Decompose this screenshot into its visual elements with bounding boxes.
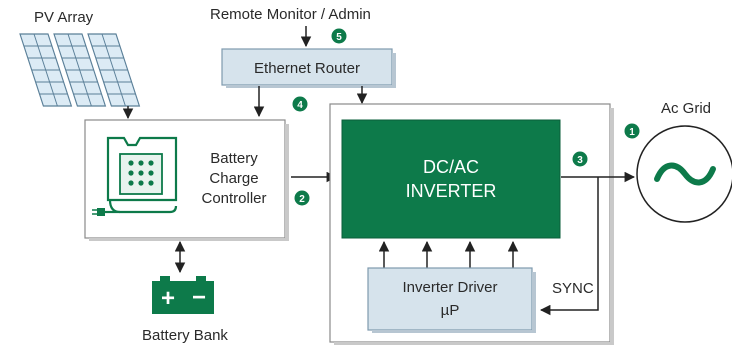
inverter-label-line2: INVERTER	[406, 181, 497, 201]
dc-ac-inverter-box	[341, 119, 561, 239]
battery-plus-label: +	[161, 285, 175, 312]
ac-sine-icon	[654, 162, 716, 186]
svg-text:4: 4	[297, 100, 303, 111]
badge-3: 3	[572, 151, 588, 167]
charge-controller-label-line2: Charge	[209, 170, 258, 187]
battery-icon: + −	[152, 276, 214, 314]
remote-monitor-label: Remote Monitor / Admin	[210, 6, 371, 23]
pv-array-label: PV Array	[34, 9, 94, 26]
ethernet-router-box	[221, 48, 393, 86]
battery-minus-label: −	[192, 284, 206, 311]
ac-grid-label: Ac Grid	[661, 100, 711, 117]
svg-text:1: 1	[629, 127, 635, 138]
badge-1: 1	[624, 123, 640, 139]
inverter-driver-label-line1: Inverter Driver	[402, 279, 497, 296]
inverter-driver-box	[367, 267, 533, 331]
solar-panel-icon	[19, 33, 141, 107]
sync-label: SYNC	[552, 280, 594, 297]
charge-controller-label-line3: Controller	[201, 190, 266, 207]
svg-text:2: 2	[299, 194, 305, 205]
svg-text:3: 3	[577, 155, 583, 166]
charge-controller-icon	[92, 136, 178, 216]
ethernet-router-label: Ethernet Router	[254, 60, 360, 77]
driver-to-inverter-arrows	[378, 240, 519, 268]
svg-text:5: 5	[336, 32, 342, 43]
battery-bank-label: Battery Bank	[142, 327, 228, 344]
badge-5: 5	[331, 28, 347, 44]
badge-2: 2	[294, 190, 310, 206]
charge-controller-label-line1: Battery	[210, 150, 258, 167]
sync-feedback-arrow	[539, 177, 599, 316]
badge-4: 4	[292, 96, 308, 112]
inverter-label-line1: DC/AC	[423, 157, 479, 177]
inverter-driver-label-line2: µP	[441, 302, 460, 319]
